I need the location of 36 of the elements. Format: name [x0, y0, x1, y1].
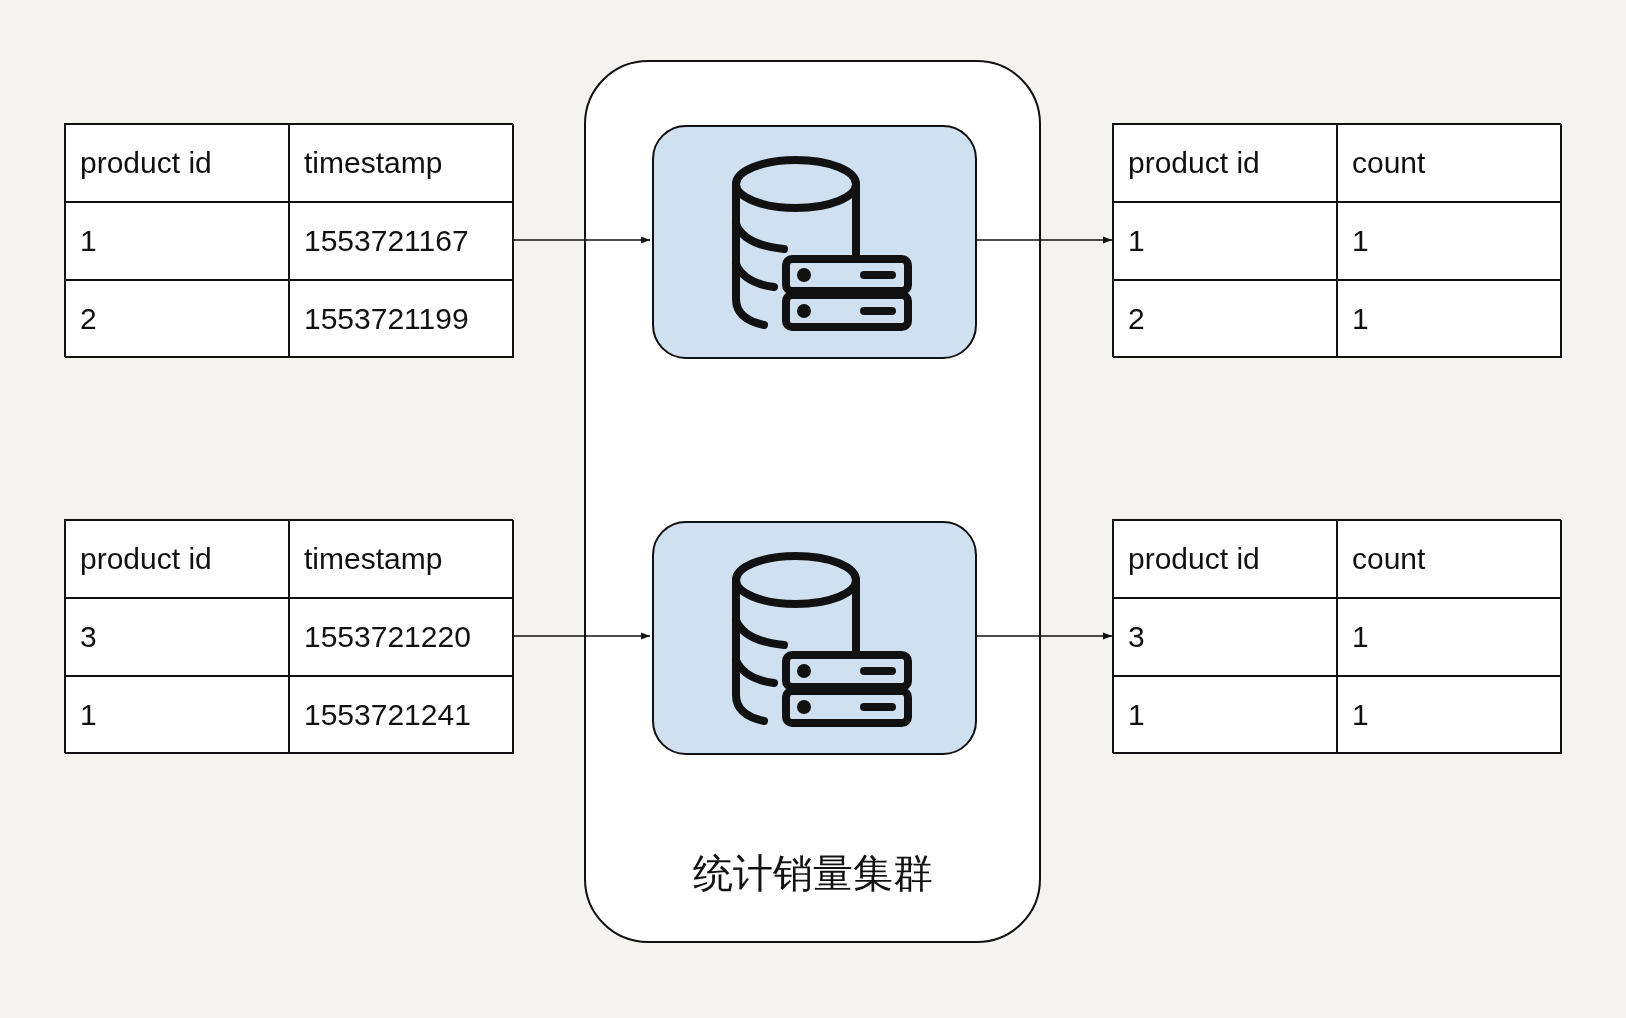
- table-cell: product id: [65, 124, 289, 202]
- table-cell: 1553721167: [289, 202, 514, 280]
- table-cell: 1: [1337, 598, 1562, 676]
- arrow: [974, 632, 1113, 640]
- table-cell: 3: [65, 598, 289, 676]
- table-cell: 3: [1113, 598, 1337, 676]
- table-cell: 1: [1113, 202, 1337, 280]
- arrow: [974, 236, 1113, 244]
- arrow: [512, 236, 651, 244]
- table-cell: 1: [65, 202, 289, 280]
- table-cell: 1: [1337, 202, 1562, 280]
- table-cell: timestamp: [289, 520, 514, 598]
- table-cell: count: [1337, 124, 1562, 202]
- table-cell: timestamp: [289, 124, 514, 202]
- table-cell: 1: [1113, 676, 1337, 754]
- arrow: [512, 632, 651, 640]
- table-cell: 1553721241: [289, 676, 514, 754]
- table-cell: count: [1337, 520, 1562, 598]
- data-table: [1112, 519, 1561, 753]
- table-cell: 2: [1113, 280, 1337, 358]
- data-table: [64, 519, 513, 753]
- table-cell: 1553721220: [289, 598, 514, 676]
- data-table: [64, 123, 513, 357]
- table-cell: 1553721199: [289, 280, 514, 358]
- table-cell: 2: [65, 280, 289, 358]
- data-table: [1112, 123, 1561, 357]
- table-cell: 1: [65, 676, 289, 754]
- server-box: [652, 521, 977, 755]
- cluster-container: [584, 60, 1041, 943]
- server-box: [652, 125, 977, 359]
- table-cell: 1: [1337, 280, 1562, 358]
- table-cell: product id: [65, 520, 289, 598]
- table-cell: 1: [1337, 676, 1562, 754]
- table-cell: product id: [1113, 520, 1337, 598]
- table-cell: product id: [1113, 124, 1337, 202]
- cluster-label: 统计销量集群: [691, 849, 934, 898]
